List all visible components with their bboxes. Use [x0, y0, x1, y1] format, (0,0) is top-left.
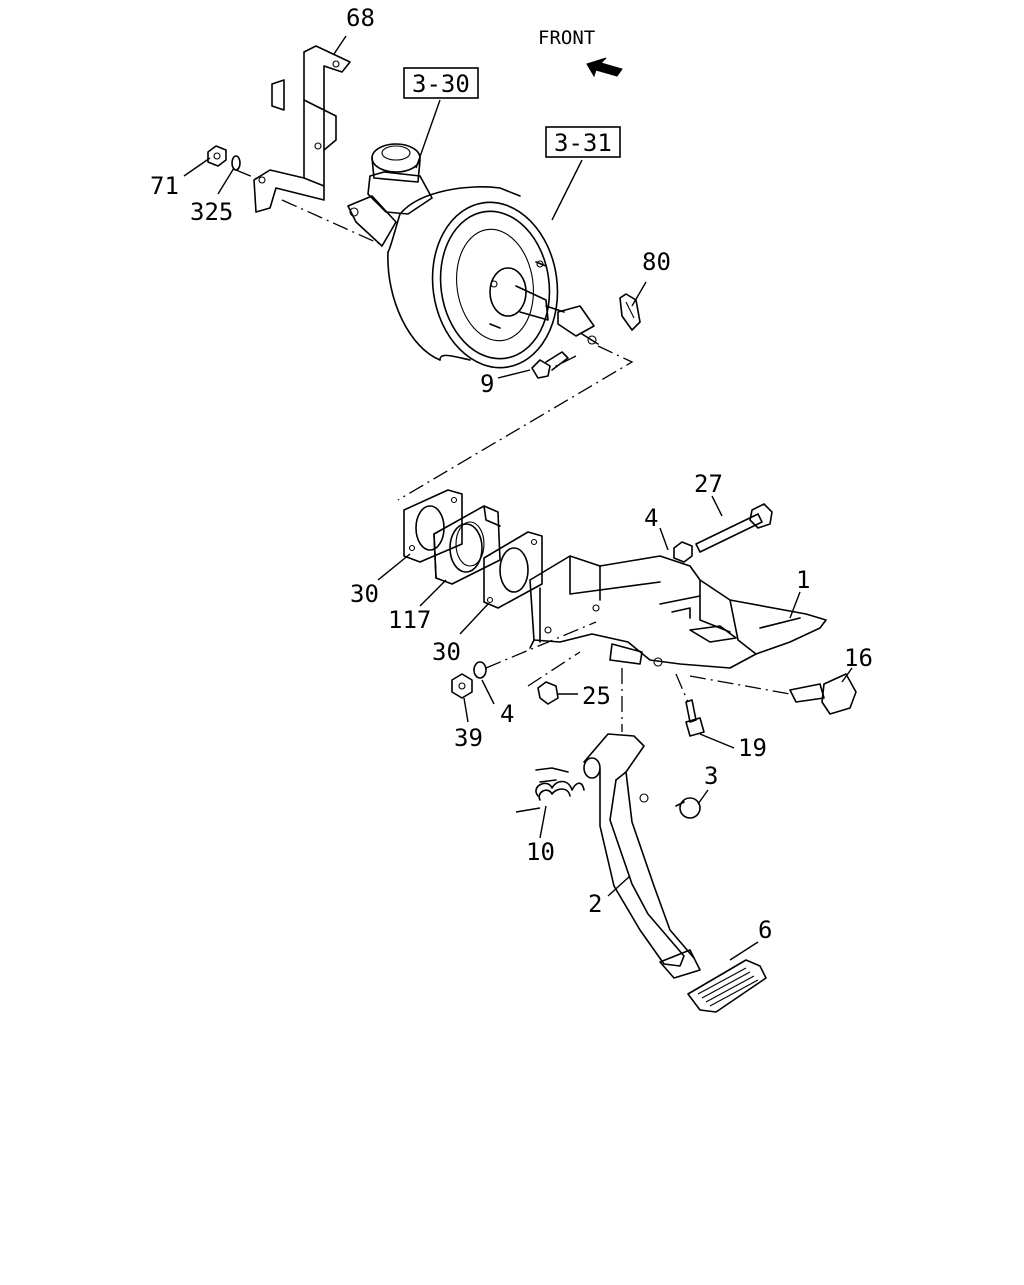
callout-16: 16 — [844, 644, 873, 672]
clevis-pin-9 — [531, 351, 569, 379]
pedal-pad-6 — [687, 959, 767, 1013]
nut-25 — [537, 681, 559, 705]
callout-2: 2 — [588, 890, 602, 918]
ref-box-3-30-label: 3-30 — [412, 70, 470, 98]
callout-30-left: 30 — [350, 580, 379, 608]
stop-lamp-switch-16 — [789, 673, 857, 715]
bolt-19 — [685, 699, 705, 737]
callout-4-upper: 4 — [644, 504, 658, 532]
ref-box-3-31[interactable]: 3-31 — [545, 126, 621, 158]
pedal-bracket-1 — [529, 555, 827, 669]
front-arrow-icon — [586, 57, 623, 78]
callout-30-right: 30 — [432, 638, 461, 666]
spacer-117 — [433, 505, 501, 585]
gasket-30-right — [483, 531, 543, 609]
front-label: FRONT — [538, 27, 595, 49]
ref-box-3-31-label: 3-31 — [554, 129, 612, 157]
nut-39 — [451, 673, 473, 699]
nut-71 — [207, 145, 227, 167]
callout-19: 19 — [738, 734, 767, 762]
callout-325: 325 — [190, 198, 233, 226]
brake-booster — [387, 186, 559, 369]
callout-3: 3 — [704, 762, 718, 790]
callout-80: 80 — [642, 248, 671, 276]
callout-9: 9 — [480, 370, 494, 398]
front-indicator: FRONT — [538, 27, 623, 78]
callout-6: 6 — [758, 916, 772, 944]
return-spring-10 — [535, 767, 585, 801]
leader-lines — [183, 35, 853, 961]
callout-10: 10 — [526, 838, 555, 866]
brake-pedal-arm-2 — [583, 733, 701, 979]
callout-1: 1 — [796, 566, 810, 594]
clip-80 — [619, 293, 641, 331]
callout-68: 68 — [346, 4, 375, 32]
nut-4-upper — [673, 541, 693, 563]
ref-box-3-30[interactable]: 3-30 — [403, 67, 479, 99]
bushing-3 — [675, 797, 701, 819]
bracket-68 — [253, 45, 351, 213]
pushrod-clevis — [545, 305, 599, 345]
callout-4-lower: 4 — [500, 700, 514, 728]
callout-71: 71 — [150, 172, 179, 200]
callout-117: 117 — [388, 606, 431, 634]
washer-4-lower — [473, 661, 487, 679]
callout-25: 25 — [582, 682, 611, 710]
gasket-30-left — [403, 489, 463, 563]
callout-27: 27 — [694, 470, 723, 498]
callout-39: 39 — [454, 724, 483, 752]
washer-325 — [231, 155, 241, 171]
bolt-27 — [695, 503, 773, 553]
